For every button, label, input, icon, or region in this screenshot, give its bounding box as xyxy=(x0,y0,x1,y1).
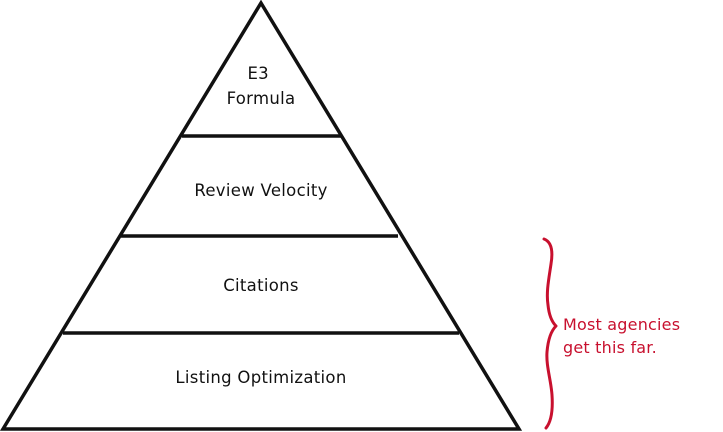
tier-label-citations: Citations xyxy=(223,276,299,295)
tier-label-review-velocity: Review Velocity xyxy=(194,181,327,200)
annotation-text: Most agencies get this far. xyxy=(563,315,686,357)
pyramid-outline xyxy=(0,0,523,431)
tier-label-e3-formula: E3 Formula xyxy=(227,64,296,108)
tier-label-line: Formula xyxy=(227,89,296,108)
annotation-line: Most agencies xyxy=(563,315,680,334)
annotation-line: get this far. xyxy=(563,338,657,357)
tier-label-listing-optimization: Listing Optimization xyxy=(175,368,346,387)
tier-label-line: E3 xyxy=(247,64,269,83)
curly-brace-icon xyxy=(542,237,558,430)
